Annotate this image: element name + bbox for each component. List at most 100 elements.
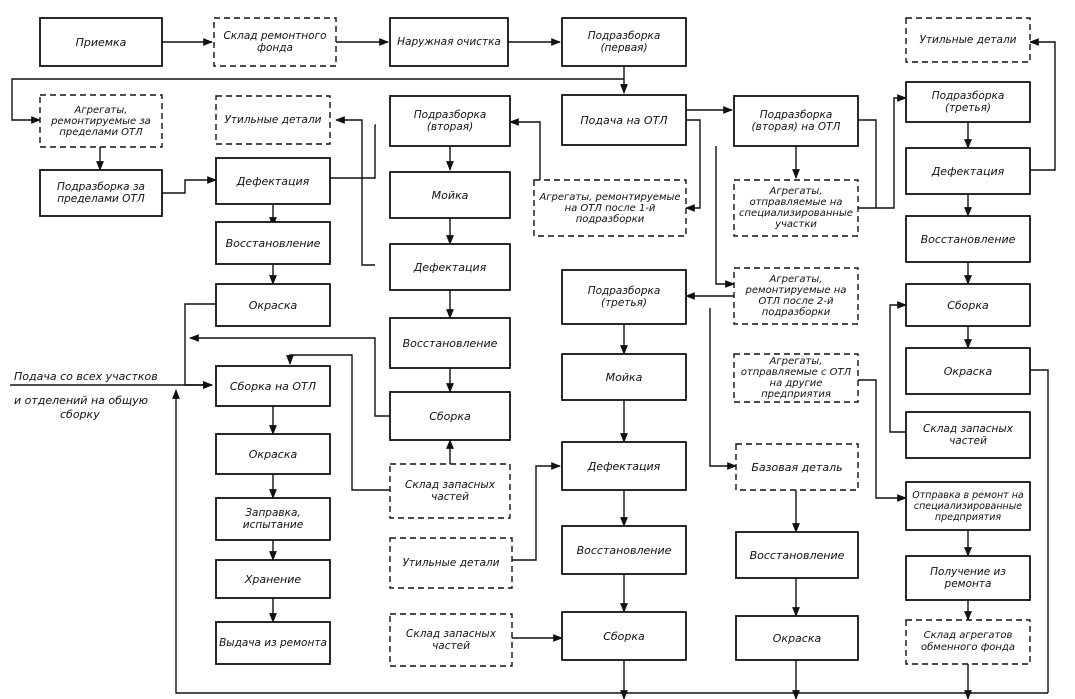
node-label: Дефектация xyxy=(587,460,661,473)
node-agr-posle-2: Агрегаты, ремонтируемые на ОТЛ после 2-й… xyxy=(733,267,859,325)
svg-text:Подача со всех участков: Подача со всех участков xyxy=(14,370,158,383)
svg-text:Сборка: Сборка xyxy=(947,299,989,312)
node-okraska-c2a: Окраска xyxy=(215,283,331,327)
edge xyxy=(162,176,217,194)
svg-text:Сборка: Сборка xyxy=(429,410,471,423)
svg-text:и отделений на общую: и отделений на общую xyxy=(14,394,148,407)
node-podrazb-pervaya: Подразборка (первая) xyxy=(561,17,687,67)
node-label: Восстановление xyxy=(921,233,1016,246)
node-sborka-otl: Сборка на ОТЛ xyxy=(215,365,331,407)
edge xyxy=(858,379,907,502)
edge xyxy=(709,308,737,470)
svg-text:Восстановление: Восстановление xyxy=(921,233,1016,246)
node-okraska-c5: Окраска xyxy=(735,615,859,661)
edge xyxy=(172,389,1048,694)
node-sborka-c7: Сборка xyxy=(905,283,1031,327)
node-label: Мойка xyxy=(432,189,469,202)
node-label: Восстановление xyxy=(226,237,321,250)
edge xyxy=(335,116,375,266)
edge xyxy=(189,334,390,417)
node-label: Сборка xyxy=(603,630,645,643)
node-label: Восстановление xyxy=(750,549,845,562)
svg-text:Дефектация: Дефектация xyxy=(236,175,310,188)
edge xyxy=(889,301,907,433)
node-sborka-c4: Сборка xyxy=(561,611,687,661)
node-defekt-c7: Дефектация xyxy=(905,147,1031,195)
supply-label: Подача со всех участков и отделений на о… xyxy=(14,370,158,421)
node-vosst-c7: Восстановление xyxy=(905,215,1031,263)
node-label: Склад ремонтного фонда xyxy=(223,30,327,54)
node-podrazb-vtoraya-c3: Подразборка (вторая) xyxy=(389,95,511,147)
node-zapravka: Заправка, испытание xyxy=(215,497,331,541)
node-podrazb-tretya-c7: Подразборка (третья) xyxy=(905,81,1031,123)
node-label: Отправка в ремонт на специализированные … xyxy=(912,489,1024,523)
node-label: Агрегаты, отправляемые с ОТЛ на другие п… xyxy=(740,356,852,400)
node-podrazb-tretya-c4: Подразборка (третья) xyxy=(561,269,687,325)
node-sklad-zap-c3: Склад запасных частей xyxy=(389,463,511,519)
node-label: Восстановление xyxy=(403,337,498,350)
node-label: Дефектация xyxy=(413,261,487,274)
edge xyxy=(330,125,376,179)
node-label: Сборка xyxy=(947,299,989,312)
node-util-detali-top: Утильные детали xyxy=(905,17,1031,63)
svg-text:Дефектация: Дефектация xyxy=(931,165,1005,178)
node-agr-spec-uch: Агрегаты, отправляемые на специализирова… xyxy=(733,179,859,237)
node-agr-drugie: Агрегаты, отправляемые с ОТЛ на другие п… xyxy=(733,353,859,403)
node-label: Утильные детали xyxy=(224,114,322,126)
node-defekt-c2: Дефектация xyxy=(215,157,331,205)
node-label: Подразборка за пределами ОТЛ xyxy=(57,181,145,205)
svg-text:Восстановление: Восстановление xyxy=(226,237,321,250)
node-label: Утильные детали xyxy=(402,557,500,569)
node-label: Агрегаты, отправляемые на специализирова… xyxy=(739,186,853,230)
nodes: Приемка Склад ремонтного фонда Наружная … xyxy=(39,17,1031,667)
node-sborka-c3: Сборка xyxy=(389,391,511,441)
node-label: Заправка, испытание xyxy=(242,507,304,531)
node-label: Склад запасных частей xyxy=(923,423,1013,447)
svg-text:Подача на ОТЛ: Подача на ОТЛ xyxy=(580,114,667,127)
node-util-detali-3: Утильные детали xyxy=(389,537,513,589)
svg-text:Восстановление: Восстановление xyxy=(577,544,672,557)
edge xyxy=(286,354,390,491)
svg-text:Окраска: Окраска xyxy=(249,299,298,312)
node-priemka: Приемка xyxy=(39,17,163,67)
node-label: Подача на ОТЛ xyxy=(580,114,667,127)
node-label: Утильные детали xyxy=(919,34,1017,46)
node-label: Сборка xyxy=(429,410,471,423)
node-moika-c4: Мойка xyxy=(561,353,687,401)
node-label: Дефектация xyxy=(236,175,310,188)
node-label: Наружная очистка xyxy=(397,36,501,48)
node-vosst-c5: Восстановление xyxy=(735,531,859,579)
node-podrazb-za-otl: Подразборка за пределами ОТЛ xyxy=(39,169,163,217)
svg-text:сборку: сборку xyxy=(60,408,100,421)
node-vosst-c4: Восстановление xyxy=(561,525,687,575)
svg-text:Базовая деталь: Базовая деталь xyxy=(751,461,842,474)
node-label: Склад запасных частей xyxy=(405,479,495,503)
node-okraska-c7: Окраска xyxy=(905,347,1031,395)
node-label: Окраска xyxy=(773,632,822,645)
svg-text:Дефектация: Дефектация xyxy=(413,261,487,274)
node-agr-posle-1: Агрегаты, ремонтируемые на ОТЛ после 1-й… xyxy=(533,179,687,237)
node-naruzh-ochistka: Наружная очистка xyxy=(389,17,509,67)
svg-text:Хранение: Хранение xyxy=(244,573,302,586)
node-defekt-c4: Дефектация xyxy=(561,441,687,491)
node-label: Склад запасных частей xyxy=(406,628,496,652)
supply-label-line3: сборку xyxy=(60,408,100,421)
svg-text:Сборка на ОТЛ: Сборка на ОТЛ xyxy=(230,380,316,393)
node-label: Восстановление xyxy=(577,544,672,557)
node-label: Окраска xyxy=(249,299,298,312)
node-poluchenie: Получение из ремонта xyxy=(905,555,1031,601)
svg-text:Окраска: Окраска xyxy=(944,365,993,378)
svg-text:Мойка: Мойка xyxy=(432,189,469,202)
edge xyxy=(876,94,907,209)
node-label: Мойка xyxy=(606,371,643,384)
svg-text:Сборка: Сборка xyxy=(603,630,645,643)
node-podrazb-vtoraya-otl: Подразборка (вторая) на ОТЛ xyxy=(733,95,859,147)
edge xyxy=(1029,38,1056,171)
supply-label-line1: Подача со всех участков xyxy=(14,370,158,383)
node-label: Подразборка (вторая) на ОТЛ xyxy=(751,109,841,133)
node-label: Выдача из ремонта xyxy=(219,637,327,649)
node-sklad-remfond: Склад ремонтного фонда xyxy=(213,17,337,67)
node-sklad-zap-c7: Склад запасных частей xyxy=(905,411,1031,459)
node-label: Окраска xyxy=(944,365,993,378)
node-vydacha: Выдача из ремонта xyxy=(215,621,331,665)
